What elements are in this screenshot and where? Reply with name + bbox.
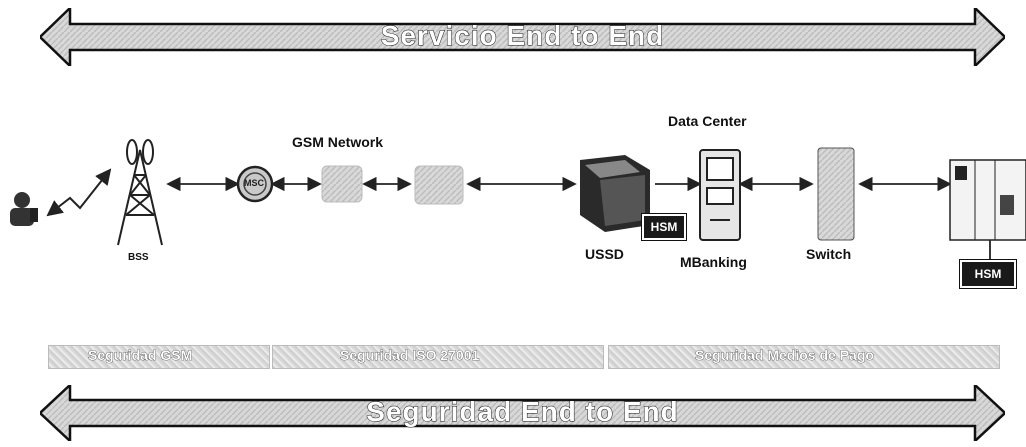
bss-tower-icon xyxy=(117,139,163,246)
hsm-bank-badge: HSM xyxy=(959,259,1017,289)
security-end-to-end-label: Seguridad End to End xyxy=(366,396,679,428)
gsm-node-icon xyxy=(321,165,363,203)
data-center-title: Data Center xyxy=(668,113,747,129)
mbanking-label: MBanking xyxy=(680,254,747,270)
switch-label: Switch xyxy=(806,246,852,262)
mobile-user-icon xyxy=(10,192,38,226)
security-label-iso: Seguridad ISO 27001 xyxy=(340,347,480,364)
msc-node-icon xyxy=(236,165,274,203)
security-label-gsm: Seguridad GSM xyxy=(88,347,193,364)
network-svg xyxy=(10,139,1026,260)
security-bar-payments xyxy=(608,345,1000,369)
service-end-to-end-arrow: Servicio End to End xyxy=(38,5,1007,69)
security-bar-iso xyxy=(272,345,604,369)
wireless-link-icon xyxy=(46,168,112,217)
service-end-to-end-label: Servicio End to End xyxy=(380,20,665,52)
security-bar-gsm xyxy=(48,345,270,369)
network-links xyxy=(166,176,991,260)
ussd-label: USSD xyxy=(585,246,624,262)
msc-label: MSC xyxy=(244,178,264,188)
gsm-network-title: GSM Network xyxy=(292,134,384,150)
bank-server-icon xyxy=(949,159,1026,241)
mbanking-server-icon xyxy=(699,149,741,241)
security-end-to-end-arrow: Seguridad End to End xyxy=(38,382,1007,444)
security-label-payments: Seguridad Medios de Pago xyxy=(695,347,875,364)
bss-label: BSS xyxy=(128,252,149,263)
switch-server-icon xyxy=(817,147,855,241)
hsm-ussd-badge: HSM xyxy=(641,213,687,241)
ussd-server-icon xyxy=(580,155,650,232)
network-diagram: GSM Network Data Center MSC BSS USSD MBa… xyxy=(0,100,1026,300)
gsm-node-icon xyxy=(414,165,464,205)
